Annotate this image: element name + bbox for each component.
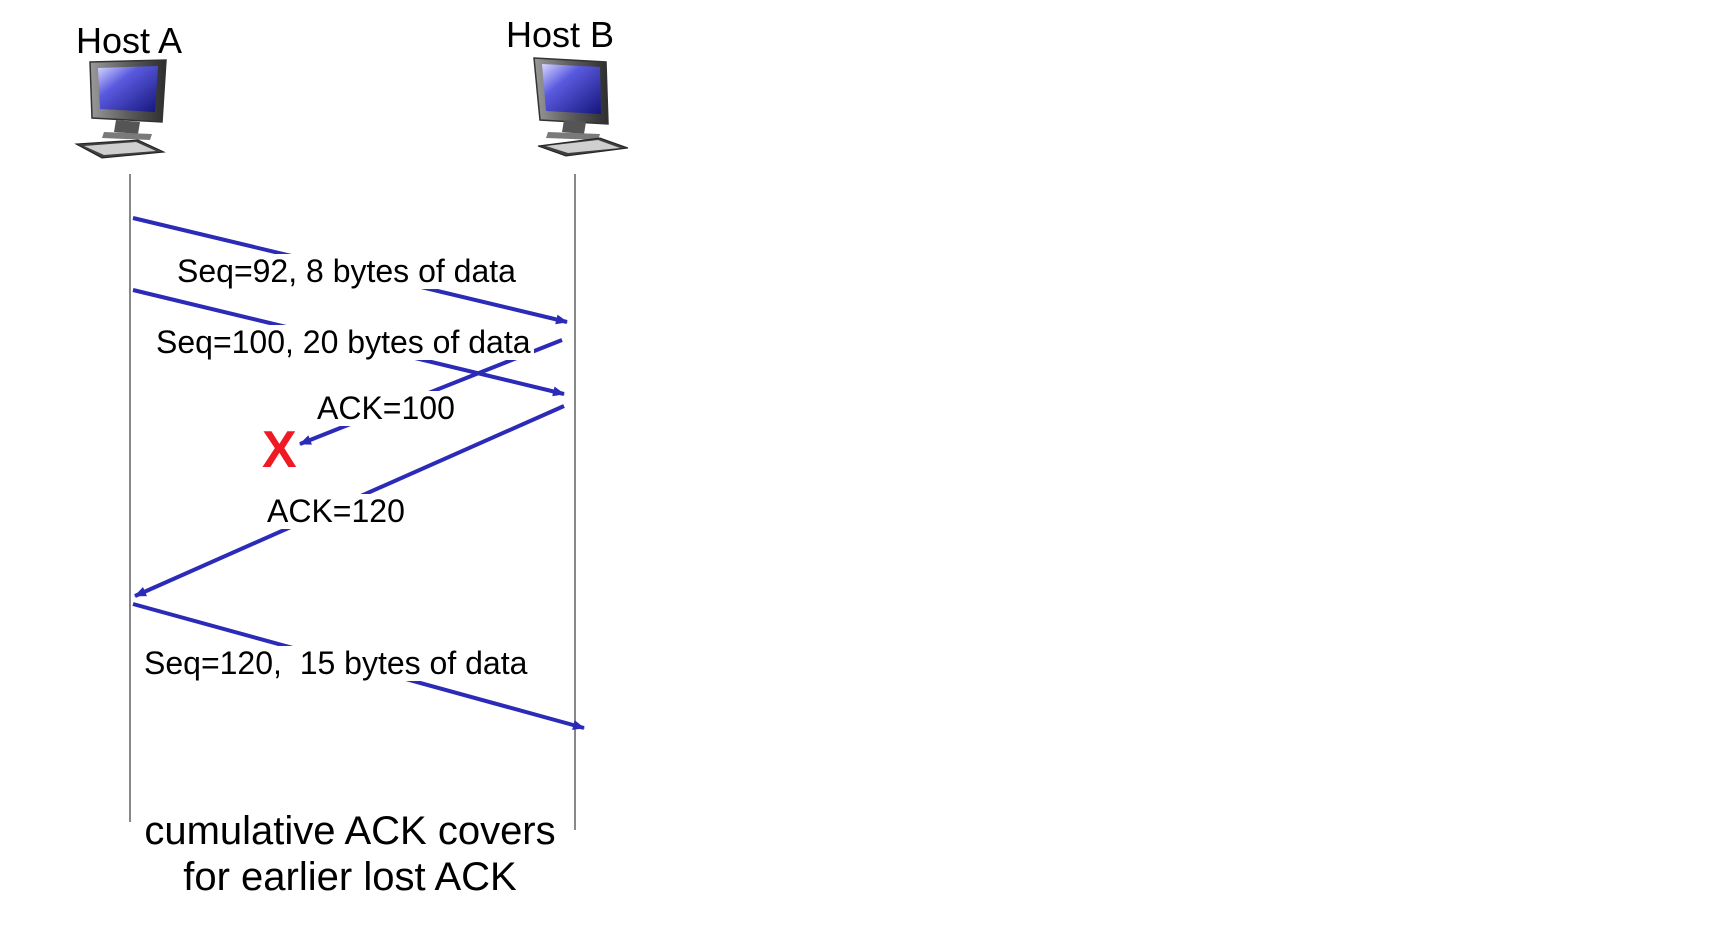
msg-label-ack100: ACK=100 [314,390,458,427]
host-a-label: Host A [76,20,183,61]
host-b-label: Host B [506,14,615,55]
caption-line-1: cumulative ACK covers [144,809,556,853]
desktop-computer-icon [533,57,629,157]
diagram-caption: cumulative ACK covers for earlier lost A… [120,808,580,900]
caption-line-2: for earlier lost ACK [183,855,517,899]
desktop-computer-icon [74,59,167,159]
lost-packet-mark: X [262,421,297,479]
msg-label-seq100: Seq=100, 20 bytes of data [153,324,534,361]
msg-label-seq92: Seq=92, 8 bytes of data [174,253,519,290]
msg-label-seq120: Seq=120, 15 bytes of data [141,645,531,682]
msg-label-ack120: ACK=120 [264,493,408,530]
